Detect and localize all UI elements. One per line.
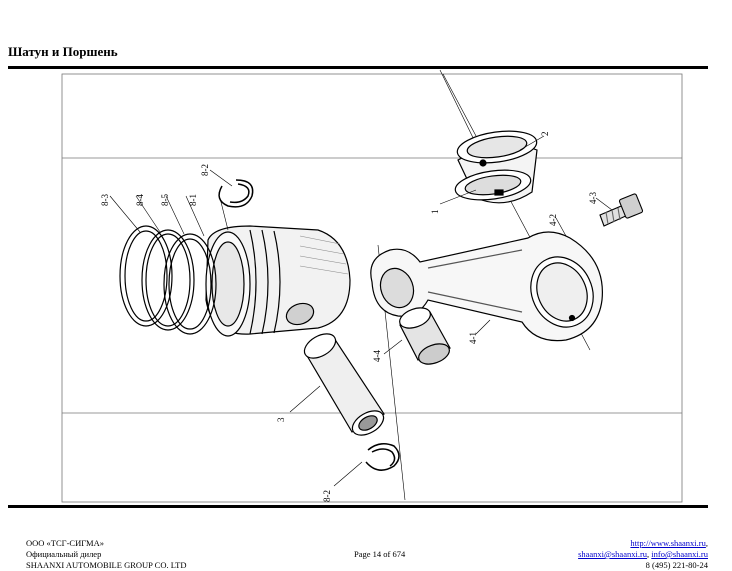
- footer-contacts-block: http://www.shaanxi.ru, shaanxi@shaanxi.r…: [578, 538, 708, 570]
- leader-lines: [109, 135, 613, 487]
- callout-8-2-bottom: 8-2: [322, 490, 332, 502]
- piston-pin: [303, 333, 385, 436]
- connecting-rod: [370, 231, 603, 342]
- small-end-bushing: [399, 307, 451, 365]
- bearing-shell: [454, 130, 538, 204]
- website-link[interactable]: http://www.shaanxi.ru: [630, 538, 706, 548]
- callout-8-3: 8-3: [100, 194, 110, 206]
- bolt: [599, 193, 644, 227]
- piston: [205, 225, 351, 337]
- page-number: Page 14 of 674: [354, 549, 406, 559]
- header-rule: [8, 66, 708, 69]
- callout-8-2-top: 8-2: [200, 164, 210, 176]
- email-link-1[interactable]: shaanxi@shaanxi.ru: [578, 549, 648, 559]
- piston-rings: [119, 225, 217, 335]
- snap-ring-top: [218, 179, 254, 208]
- callout-8-1: 8-1: [188, 194, 198, 206]
- footer-group: SHAANXI AUTOMOBILE GROUP CO. LTD: [26, 560, 187, 570]
- callout-2: 2: [540, 132, 550, 137]
- email-link-2[interactable]: info@shaanxi.ru: [651, 549, 708, 559]
- callout-8-5: 8-5: [160, 194, 170, 206]
- callout-1: 1: [430, 210, 440, 215]
- footer-company: ООО «ТСГ-СИГМА»: [26, 538, 104, 548]
- page-title: Шатун и Поршень: [8, 44, 118, 59]
- footer-dealer: Официальный дилер: [26, 549, 102, 559]
- callout-4-4: 4-4: [372, 350, 382, 362]
- footer-phone: 8 (495) 221-80-24: [645, 560, 708, 570]
- snap-ring-bottom: [365, 443, 400, 471]
- callout-4-1: 4-1: [468, 332, 478, 344]
- callout-8-4: 8-4: [135, 194, 145, 206]
- callout-4-2: 4-2: [548, 214, 558, 226]
- footer-company-block: ООО «ТСГ-СИГМА» Официальный дилер SHAANX…: [26, 538, 187, 571]
- callout-3: 3: [276, 417, 286, 422]
- footer-rule: [8, 505, 708, 508]
- callout-4-3: 4-3: [588, 192, 598, 204]
